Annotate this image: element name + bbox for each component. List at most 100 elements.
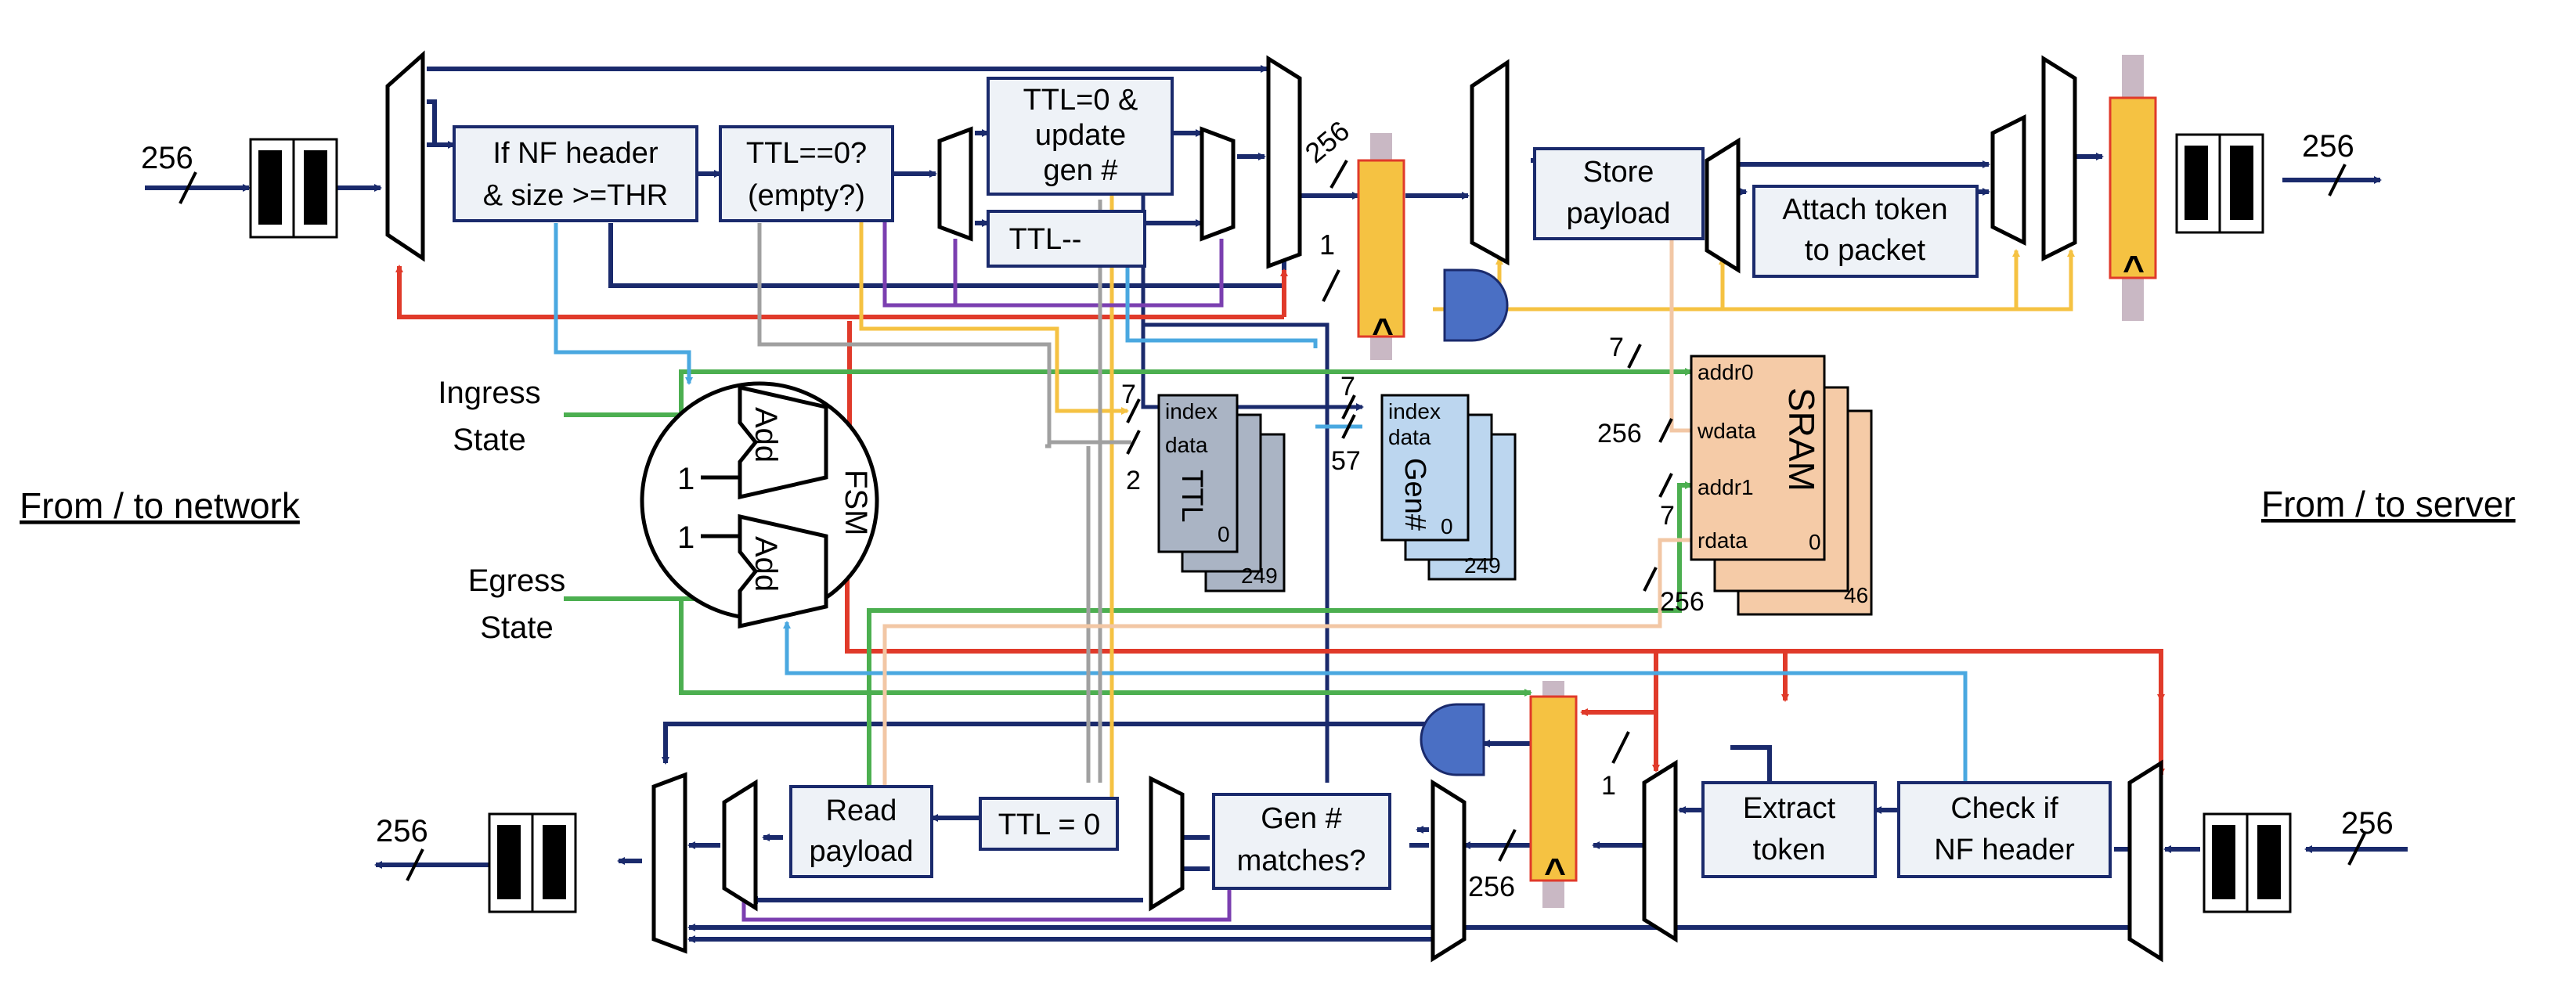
fsm — [640, 381, 879, 629]
box-gen-matches — [1212, 793, 1391, 890]
wire-yellow-1 — [859, 196, 1129, 415]
wire-lb-1 — [554, 223, 693, 385]
mux-top-4 — [1266, 55, 1302, 269]
wire-lb-bot — [783, 621, 1968, 787]
text-store-2: payload — [1566, 197, 1670, 230]
fifo-bot-in — [2203, 812, 2292, 913]
mux-top-8 — [2041, 55, 2077, 262]
box-store-payload — [1533, 147, 1705, 240]
wire-purple-1 — [882, 196, 1224, 308]
bus-ttl-index: 7 — [1121, 380, 1136, 409]
label-from-network: From / to network — [20, 485, 301, 526]
and-gate-top — [1443, 268, 1509, 342]
label-egress-1: Egress — [468, 564, 566, 598]
text-ttl-eq-2: (empty?) — [748, 179, 865, 212]
text-ttl-update-1: TTL=0 & — [1023, 84, 1138, 117]
bus-bot-reg-256: 256 — [1468, 870, 1515, 902]
text-attach-2: to packet — [1805, 234, 1926, 267]
box-nf-header-size — [453, 125, 698, 222]
wire-bot-and-out — [662, 722, 1445, 765]
text-ttl-update-2: update — [1035, 119, 1126, 152]
bus-sram-wdata: 256 — [1597, 419, 1642, 448]
sram-name: SRAM — [1781, 387, 1822, 492]
bus-sram-addr0: 7 — [1609, 333, 1624, 362]
label-add-ingress: Add — [749, 407, 783, 463]
bus-sram-addr1: 7 — [1660, 501, 1675, 531]
wire-red-fsm-bot — [828, 565, 2165, 702]
wire-peach-1 — [1669, 239, 1691, 433]
sram-last: 46 — [1844, 583, 1868, 607]
label-add-egress: Add — [749, 536, 783, 592]
mux-bot-5 — [722, 779, 758, 912]
text-check-1: Check if — [1950, 792, 2058, 825]
text-nf-header-1: If NF header — [492, 137, 658, 170]
bus-ttl-data: 2 — [1126, 466, 1141, 495]
text-ttl-dec: TTL-- — [1009, 223, 1082, 256]
wire-yellow-3 — [1433, 249, 2075, 312]
mux-top-7 — [1990, 113, 2026, 247]
text-check-2: NF header — [1934, 834, 2075, 866]
mux-bot-3 — [1431, 779, 1467, 963]
sram-port-addr1: addr1 — [1697, 475, 1754, 499]
mux-top-1 — [385, 50, 425, 262]
text-gen-2: matches? — [1237, 845, 1366, 877]
caret-reg-bot: ^ — [1544, 852, 1566, 893]
wire-green-addr1 — [867, 481, 1693, 814]
mux-bot-6 — [651, 772, 687, 954]
box-attach-token — [1752, 185, 1979, 278]
caret-reg-top-out: ^ — [2123, 249, 2145, 290]
box-ttl-eq-zero — [719, 125, 894, 222]
wire-green-ingress2 — [679, 368, 1693, 415]
label-ingress-1: Ingress — [438, 376, 540, 410]
text-read-1: Read — [826, 794, 897, 827]
wire-navy-gen-index — [1141, 325, 1364, 411]
memory-sram — [1690, 355, 1873, 616]
bus-bot-in: 256 — [2341, 806, 2394, 841]
adder-egress — [738, 513, 828, 629]
mux-top-5 — [1470, 59, 1510, 266]
memory-ttl — [1157, 394, 1286, 592]
caret-reg-top: ^ — [1372, 312, 1394, 353]
pipeline-registers — [1357, 55, 2157, 908]
label-one-ingress: 1 — [677, 462, 695, 496]
box-ttl-zero — [979, 797, 1119, 851]
label-one-egress: 1 — [677, 520, 695, 555]
fifo-bot-out — [488, 812, 577, 913]
label-fsm: FSM — [839, 470, 873, 535]
bus-slashes — [179, 160, 2366, 881]
wire-red-top — [395, 265, 1284, 319]
mux-top-3 — [1200, 126, 1236, 242]
label-from-server: From / to server — [2261, 484, 2516, 524]
sram-port-wdata: wdata — [1697, 419, 1756, 443]
wire-green-egress — [564, 596, 1532, 697]
gen-port-data: data — [1388, 425, 1431, 449]
text-extract-2: token — [1753, 834, 1826, 866]
text-attach-1: Attach token — [1782, 193, 1947, 226]
ttl-last: 249 — [1241, 564, 1278, 588]
sram-port-addr0: addr0 — [1697, 360, 1754, 384]
mux-bot-1 — [2127, 759, 2163, 963]
label-egress-2: State — [480, 610, 553, 645]
text-read-2: payload — [809, 835, 913, 868]
box-extract-token — [1701, 781, 1877, 878]
text-ttl-eq-1: TTL==0? — [746, 137, 867, 170]
ttl-name: TTL — [1175, 470, 1208, 523]
bus-bot-reg-1: 1 — [1601, 771, 1616, 801]
ttl-port-data: data — [1165, 433, 1208, 457]
mux-top-2 — [937, 126, 973, 242]
wire-top-empty — [608, 223, 1288, 288]
text-ttl-zero: TTL = 0 — [998, 809, 1101, 841]
and-gates — [1420, 268, 1509, 776]
bus-reg-top-1: 1 — [1319, 229, 1335, 261]
bus-top-in: 256 — [141, 141, 193, 175]
mux-top-6 — [1705, 137, 1741, 274]
muxes — [385, 50, 2163, 963]
gen-first: 0 — [1441, 514, 1453, 538]
box-ttl-dec — [987, 210, 1146, 268]
label-ingress-2: State — [453, 423, 525, 457]
gen-name: Gen# — [1398, 458, 1431, 531]
bus-gen-index: 7 — [1340, 372, 1355, 402]
bus-gen-data: 57 — [1331, 446, 1361, 476]
text-extract-1: Extract — [1743, 792, 1836, 825]
